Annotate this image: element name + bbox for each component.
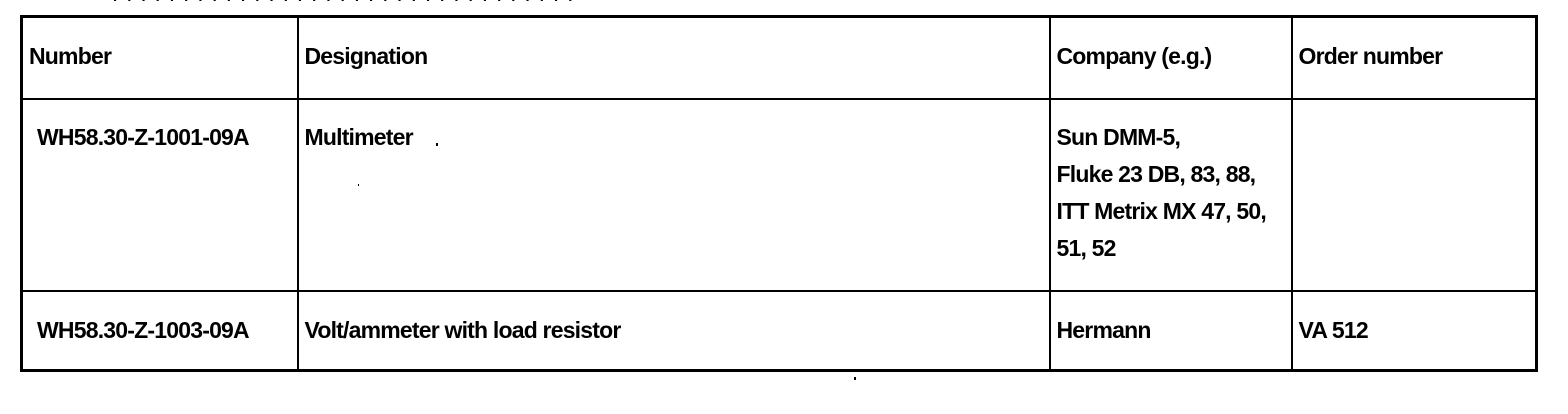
table-row: WH58.30-Z-1003-09A Volt/ammeter with loa…: [20, 289, 1538, 372]
cell-number: WH58.30-Z-1003-09A: [20, 289, 299, 372]
cell-number: WH58.30-Z-1001-09A: [20, 97, 299, 292]
company-line: Hermann: [1056, 316, 1152, 343]
scan-speck: [358, 184, 359, 186]
cropped-text-fragment: . . . . . . . . . . . . . . . . . . . . …: [112, 0, 572, 4]
scan-speck: [854, 377, 856, 380]
table-header-row: Number Designation Company (e.g.) Order …: [20, 15, 1538, 100]
company-line: Fluke 23 DB, 83, 88,: [1056, 160, 1257, 187]
company-line: 51, 52: [1056, 234, 1117, 261]
cell-designation: Multimeter: [296, 97, 1051, 292]
company-line: Sun DMM-5,: [1056, 123, 1181, 150]
cell-order-number: [1290, 97, 1538, 292]
company-line: ITT Metrix MX 47, 50,: [1056, 197, 1267, 224]
scan-speck: [436, 143, 438, 146]
cell-designation: Volt/ammeter with load resistor: [296, 289, 1051, 372]
cell-order-number: VA 512: [1290, 289, 1538, 372]
header-designation: Designation: [296, 15, 1051, 100]
header-company: Company (e.g.): [1048, 15, 1293, 100]
table-row: WH58.30-Z-1001-09A Multimeter Sun DMM-5,…: [20, 97, 1538, 292]
header-order-number: Order number: [1290, 15, 1538, 100]
header-number: Number: [20, 15, 299, 100]
cell-company: Hermann: [1048, 289, 1293, 372]
cell-company: Sun DMM-5, Fluke 23 DB, 83, 88, ITT Metr…: [1048, 97, 1293, 292]
tools-table: Number Designation Company (e.g.) Order …: [20, 15, 1538, 372]
